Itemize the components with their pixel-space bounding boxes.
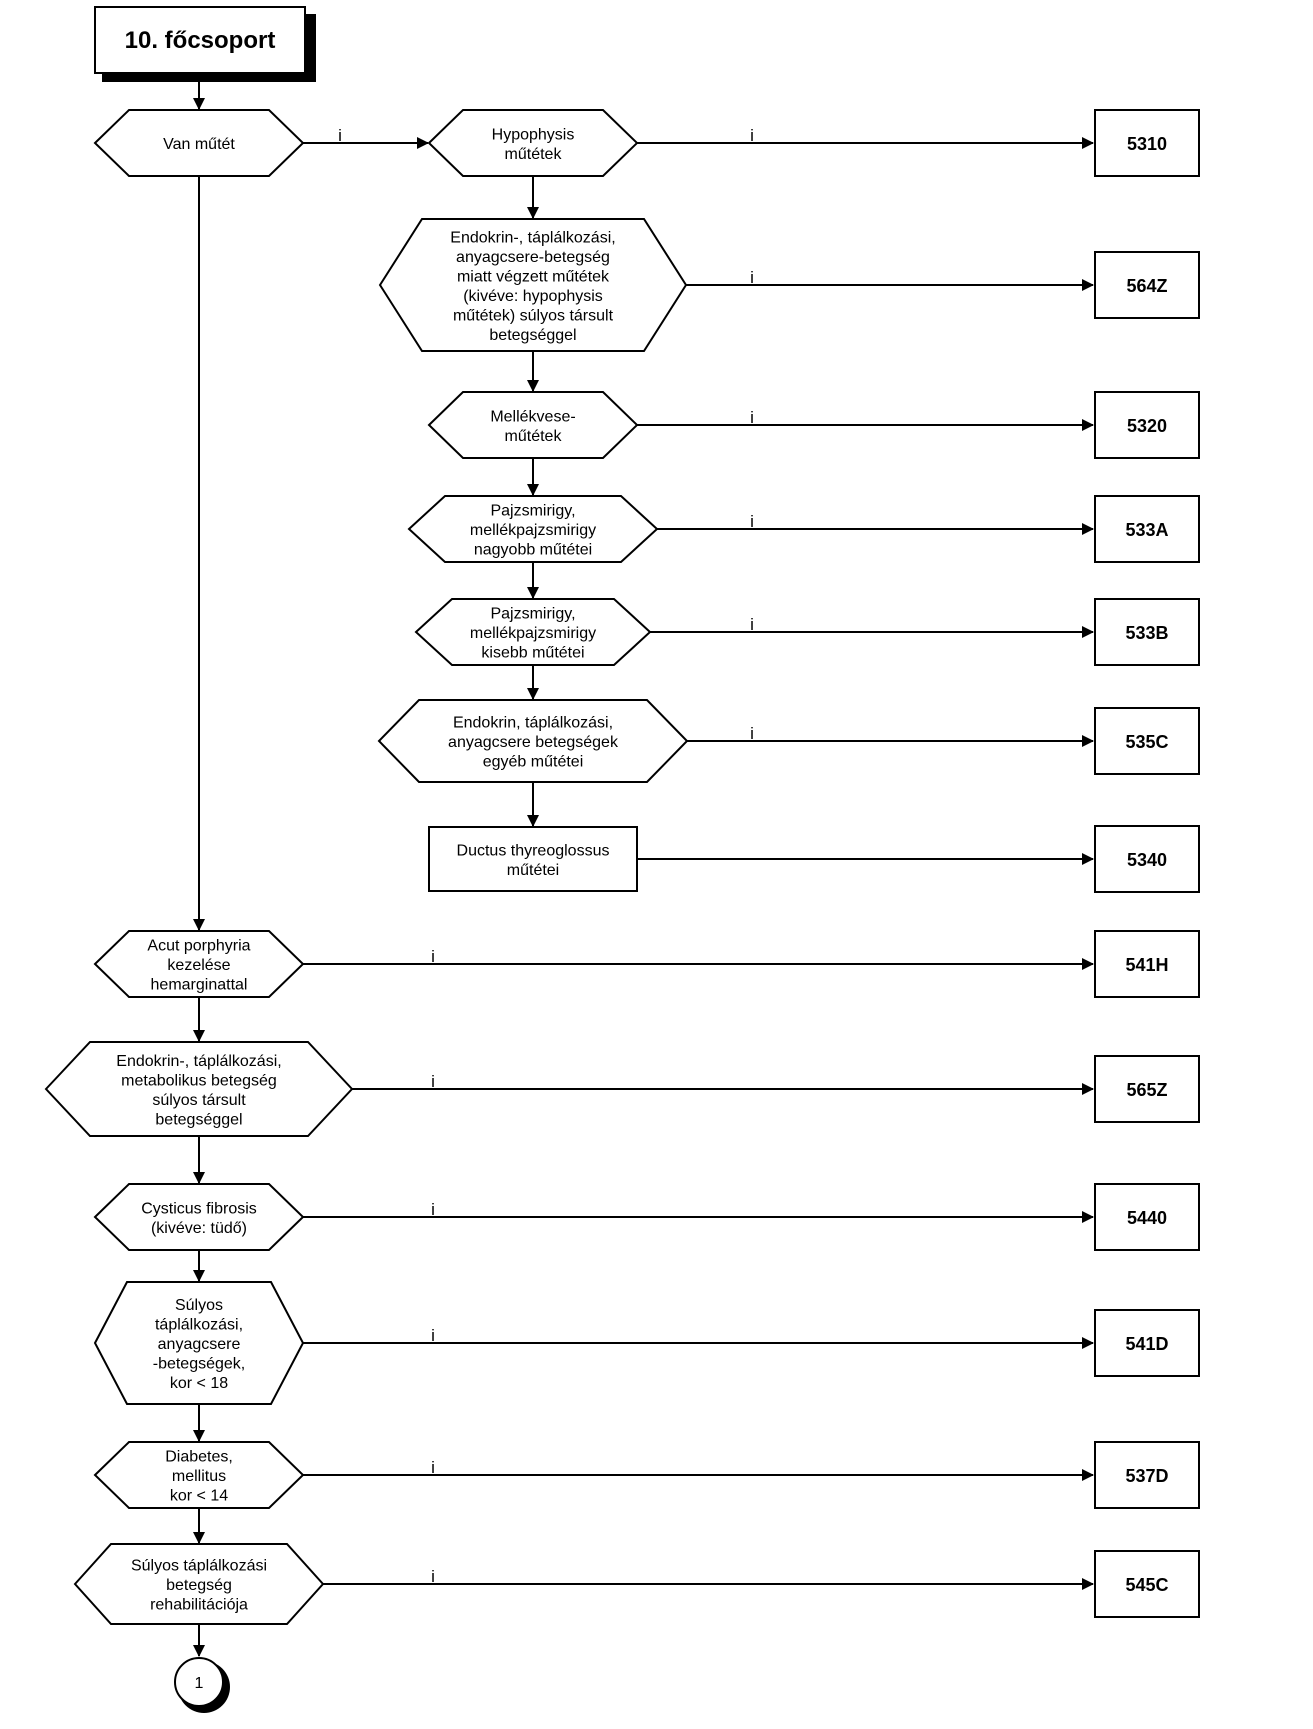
- decision-537D-label-line: kor < 14: [170, 1488, 228, 1505]
- decision-541D-label-line: -betegségek,: [153, 1356, 246, 1373]
- result-box-5310: [1094, 109, 1200, 177]
- yes-label: i: [338, 126, 342, 145]
- yes-label: i: [750, 512, 754, 531]
- yes-label: i: [431, 1200, 435, 1219]
- result-box-541D: [1094, 1309, 1200, 1377]
- decision-541D-label-line: táplálkozási,: [155, 1317, 243, 1334]
- decision-541D-label-line: kor < 18: [170, 1375, 228, 1392]
- decision-541H-label-line: Acut porphyria: [147, 938, 250, 955]
- yes-label: i: [431, 1567, 435, 1586]
- decision-564Z-label-line: (kivéve: hypophysis: [463, 288, 603, 305]
- result-box-541H: [1094, 930, 1200, 998]
- result-box-5310-code: 5310: [1127, 134, 1167, 154]
- decision-533B-label-line: mellékpajzsmirigy: [470, 625, 596, 642]
- result-box-541H-code: 541H: [1125, 955, 1168, 975]
- decision-537D-label-line: mellitus: [172, 1468, 226, 1485]
- decision-533A-label-line: nagyobb műtétei: [474, 542, 592, 559]
- decision-564Z-label-line: műtétek) súlyos társult: [453, 307, 614, 324]
- connector-circle: 1: [174, 1657, 230, 1713]
- decision-564Z-label-line: miatt végzett műtétek: [457, 268, 610, 285]
- title-box: 10. főcsoport: [94, 6, 316, 82]
- result-box-535C: [1094, 707, 1200, 775]
- result-box-564Z-code: 564Z: [1126, 276, 1167, 296]
- decision-533A-label-line: mellékpajzsmirigy: [470, 522, 596, 539]
- decision-565Z-label-line: Endokrin-, táplálkozási,: [116, 1053, 281, 1070]
- result-box-537D-code: 537D: [1125, 1466, 1168, 1486]
- decision-5320-label-line: Mellékvese-: [490, 408, 575, 425]
- decision-533B-label-line: kisebb műtétei: [481, 645, 584, 662]
- title-text: 10. főcsoport: [125, 27, 276, 54]
- result-box-533A: [1094, 495, 1200, 563]
- decision-565Z-label-line: súlyos társult: [152, 1092, 246, 1109]
- yes-label: i: [750, 408, 754, 427]
- decision-535C-label-line: anyagcsere betegségek: [448, 734, 619, 751]
- yes-label: i: [750, 615, 754, 634]
- decision-541H-label-line: kezelése: [167, 957, 230, 974]
- decision-533A-label-line: Pajzsmirigy,: [490, 503, 575, 520]
- result-box-535C-code: 535C: [1125, 732, 1168, 752]
- result-box-545C-code: 545C: [1125, 1575, 1168, 1595]
- yes-label: i: [431, 947, 435, 966]
- result-box-565Z-code: 565Z: [1126, 1080, 1167, 1100]
- decision-van-mutet-label-line: Van műtét: [163, 136, 235, 153]
- result-box-564Z: [1094, 251, 1200, 319]
- yes-label: i: [431, 1458, 435, 1477]
- decision-5440-label-line: (kivéve: tüdő): [151, 1220, 247, 1237]
- result-box-541D-code: 541D: [1125, 1334, 1168, 1354]
- decision-5310-label-line: Hypophysis: [492, 126, 575, 143]
- decision-541H-label-line: hemarginattal: [151, 977, 248, 994]
- decision-5440-label-line: Cysticus fibrosis: [141, 1200, 257, 1217]
- decision-5340-label-line: műtétei: [507, 862, 559, 879]
- result-box-5340-code: 5340: [1127, 850, 1167, 870]
- yes-label: i: [431, 1326, 435, 1345]
- result-box-545C: [1094, 1550, 1200, 1618]
- process-5340: [428, 826, 638, 892]
- decision-565Z-label-line: betegséggel: [155, 1111, 242, 1128]
- yes-label: i: [750, 126, 754, 145]
- result-box-537D: [1094, 1441, 1200, 1509]
- decision-564Z-label-line: betegséggel: [489, 327, 576, 344]
- decision-565Z-label-line: metabolikus betegség: [121, 1072, 277, 1089]
- result-box-5440-code: 5440: [1127, 1208, 1167, 1228]
- decision-564Z-label-line: Endokrin-, táplálkozási,: [450, 229, 615, 246]
- result-box-5440: [1094, 1183, 1200, 1251]
- decision-5310-label-line: műtétek: [505, 146, 563, 163]
- result-box-5340: [1094, 825, 1200, 893]
- result-box-5320: [1094, 391, 1200, 459]
- connector-label: 1: [195, 1675, 204, 1692]
- decision-564Z-label-line: anyagcsere-betegség: [456, 249, 610, 266]
- result-box-533A-code: 533A: [1125, 520, 1168, 540]
- decision-541D-label-line: Súlyos: [175, 1297, 223, 1314]
- result-box-533B-code: 533B: [1125, 623, 1168, 643]
- result-box-533B: [1094, 598, 1200, 666]
- decision-533B-label-line: Pajzsmirigy,: [490, 606, 575, 623]
- decision-545C-label-line: rehabilitációja: [150, 1597, 248, 1614]
- decision-535C-label-line: Endokrin, táplálkozási,: [453, 715, 613, 732]
- result-box-565Z: [1094, 1055, 1200, 1123]
- decision-537D-label-line: Diabetes,: [165, 1449, 233, 1466]
- yes-label: i: [750, 268, 754, 287]
- yes-label: i: [431, 1072, 435, 1091]
- decision-5340-label-line: Ductus thyreoglossus: [457, 842, 610, 859]
- yes-label: i: [750, 724, 754, 743]
- decision-5320-label-line: műtétek: [505, 428, 563, 445]
- result-box-5320-code: 5320: [1127, 416, 1167, 436]
- decision-541D-label-line: anyagcsere: [158, 1336, 241, 1353]
- decision-545C-label-line: betegség: [166, 1577, 232, 1594]
- decision-535C-label-line: egyéb műtétei: [483, 754, 584, 771]
- decision-545C-label-line: Súlyos táplálkozási: [131, 1558, 267, 1575]
